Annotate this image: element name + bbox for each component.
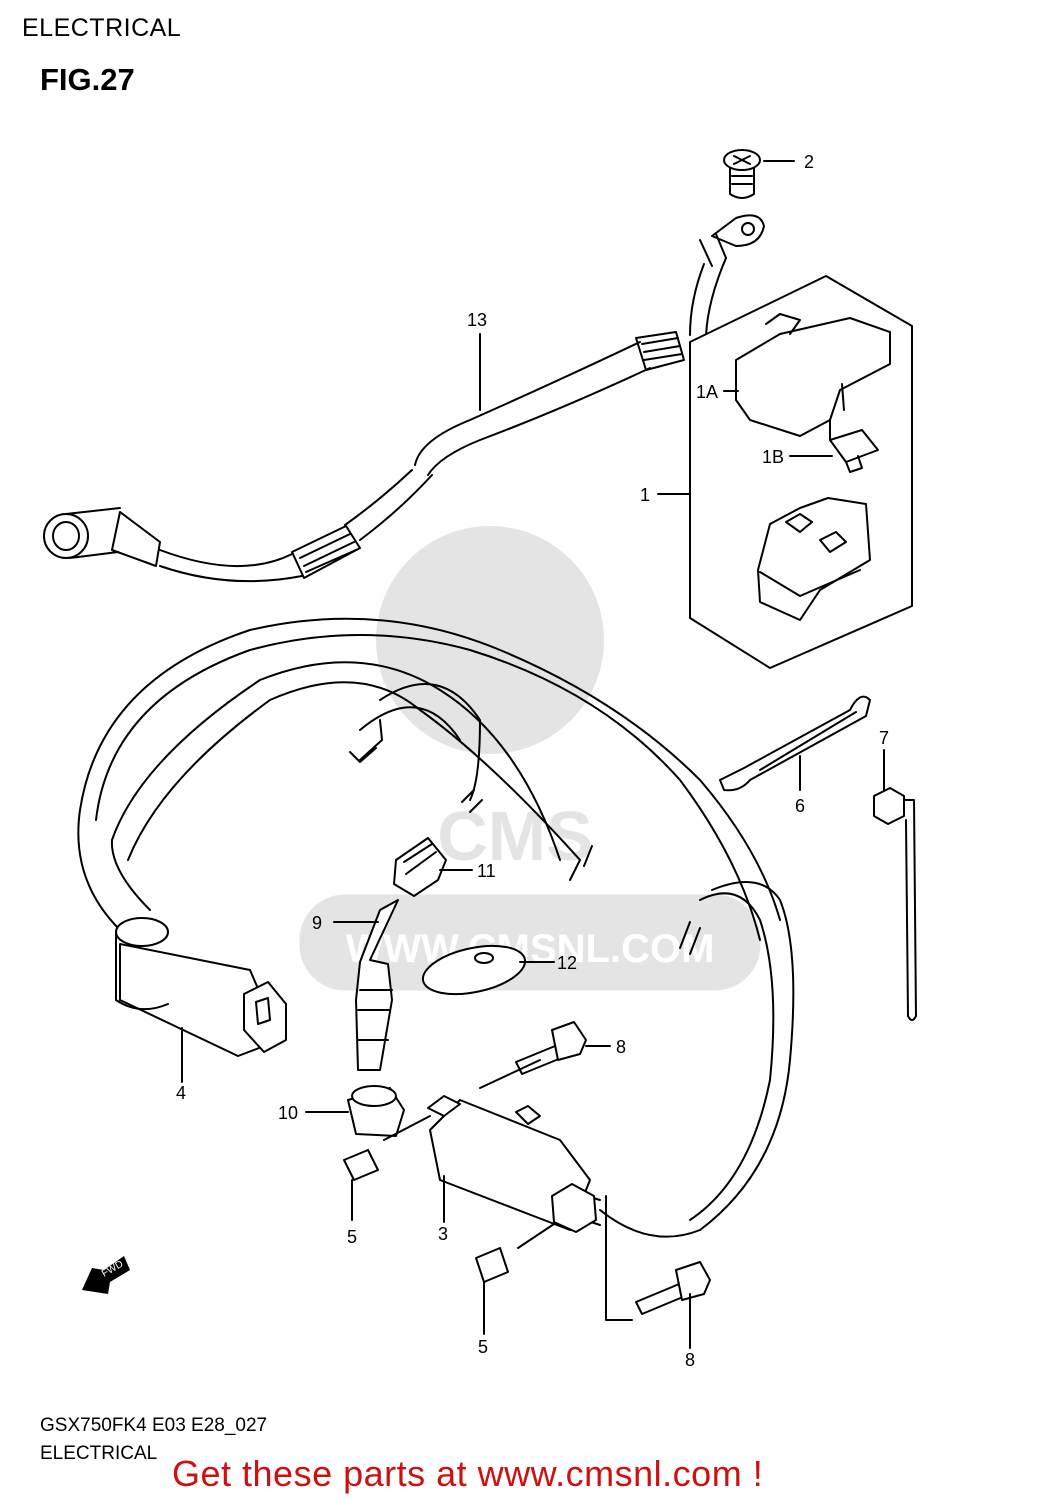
callout-10: 10	[278, 1103, 298, 1123]
watermark-url: WWW.CMSNL.COM	[346, 927, 715, 971]
callout-5-bottom: 5	[478, 1337, 488, 1357]
callout-7: 7	[879, 728, 889, 748]
cap-part-10	[347, 1085, 405, 1137]
ignition-coil-part-4	[115, 917, 287, 1057]
callout-8-bottom: 8	[685, 1350, 695, 1370]
callout-1: 1	[640, 485, 650, 505]
plug-cap-part-9	[355, 899, 399, 1071]
page-header: ELECTRICAL	[22, 14, 182, 42]
spacer-part-5b	[475, 1247, 509, 1283]
callout-9: 9	[312, 913, 322, 933]
diagram-code: GSX750FK4 E03 E28_027	[40, 1415, 268, 1436]
callout-3: 3	[438, 1224, 448, 1244]
watermark-logo: CMS WWW.CMSNL.COM	[299, 526, 761, 991]
figure-title: FIG.27	[40, 62, 135, 97]
bolt-part-8a	[515, 1021, 587, 1075]
cable-tie-part-7	[873, 787, 917, 1021]
callout-8-top: 8	[616, 1037, 626, 1057]
callout-13: 13	[467, 310, 487, 330]
spacer-part-5	[343, 1149, 379, 1181]
callout-1B: 1B	[762, 447, 784, 467]
callout-5-left: 5	[347, 1227, 357, 1247]
callout-1A: 1A	[696, 382, 718, 402]
ignition-harness	[77, 617, 795, 1238]
battery-cable-part-13	[43, 214, 765, 583]
watermark-logo-text: CMS	[437, 797, 593, 875]
callout-6: 6	[795, 796, 805, 816]
promo-link[interactable]: Get these parts at www.cmsnl.com !	[172, 1453, 764, 1494]
grommet-part-12	[421, 944, 527, 996]
fwd-arrow-icon: FWD	[82, 1256, 130, 1294]
ignition-coil-part-3	[427, 1095, 597, 1233]
callout-11: 11	[477, 861, 496, 881]
screw-part-2	[723, 149, 761, 199]
callout-2: 2	[804, 152, 814, 172]
bolt-part-8b	[635, 1261, 711, 1315]
callout-12: 12	[557, 953, 577, 973]
starter-relay-part-1	[689, 275, 913, 669]
strap-part-6	[719, 695, 871, 792]
footer-section: ELECTRICAL	[40, 1443, 158, 1464]
callout-4: 4	[176, 1083, 186, 1103]
seal-part-11	[393, 837, 447, 897]
